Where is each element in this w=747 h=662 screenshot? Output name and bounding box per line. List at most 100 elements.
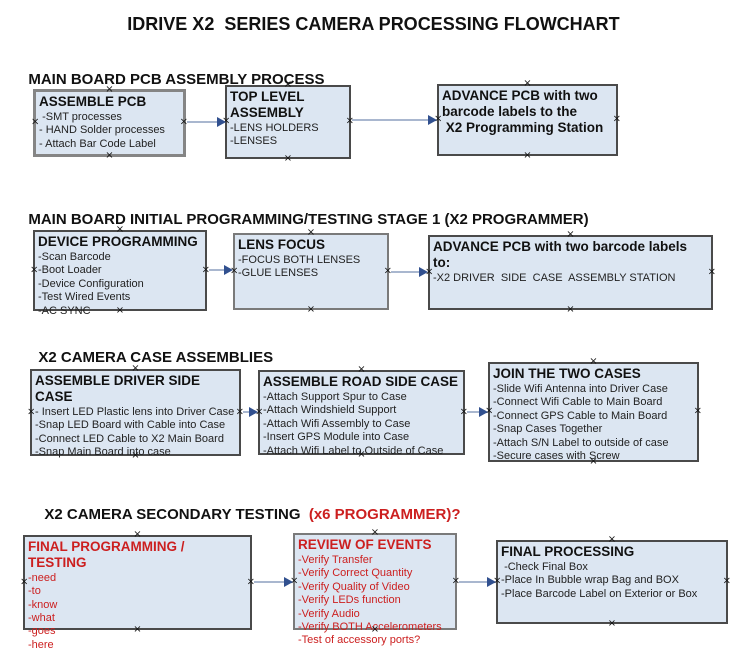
flow-box-advance-pcb-programming-station[interactable]: ADVANCE PCB with two barcode labels to t… <box>434 79 621 161</box>
box-line: -to <box>28 585 41 598</box>
box-line: -Attach S/N Label to outside of case <box>493 436 669 449</box>
box-line: -Attach Support Spur to Case <box>263 390 407 403</box>
flow-box-assemble-road-side-case[interactable]: ASSEMBLE ROAD SIDE CASE -Attach Support … <box>255 365 468 460</box>
box-line: -Snap LED Board with Cable into Case <box>35 419 226 432</box>
box-line: -Verify LEDs function <box>298 594 401 607</box>
box-title: LENS FOCUS <box>238 237 326 252</box>
box-line: -Check Final Box <box>501 560 588 573</box>
connection-handle-icon: × <box>589 356 598 367</box>
arrowhead-icon <box>487 577 496 587</box>
box-line: -Connect GPS Cable to Main Board <box>493 409 668 422</box>
box-line: - Insert LED Plastic lens into Driver Ca… <box>35 405 235 418</box>
section-heading-pcb-assembly: MAIN BOARD PCB ASSEMBLY PROCESS <box>20 54 325 88</box>
box-lines: -Verify Transfer-Verify Correct Quantity… <box>298 554 451 648</box>
box-line: -Attach Wifi Label to Outside of Case <box>263 444 444 457</box>
box-lines: -Slide Wifi Antenna into Driver Case -Con… <box>493 383 693 463</box>
box-title: FINAL PROGRAMMING / TESTING <box>28 539 189 570</box>
box-line: -Verify Quality of Video <box>298 580 410 593</box>
arrowhead-icon <box>249 407 258 417</box>
arrowhead-icon <box>284 577 293 587</box>
box-line: -Secure cases with Screw <box>493 449 620 462</box>
box-title: TOP LEVEL ASSEMBLY <box>230 89 308 120</box>
box-line: -X2 DRIVER SIDE CASE ASSEMBLY STATION <box>433 271 676 284</box>
flow-box-assemble-pcb[interactable]: ASSEMBLE PCB -SMT processes- HAND Solder… <box>31 85 188 161</box>
box-line: -Attach Wifi Assembly to Case <box>263 417 411 430</box>
flow-box-final-programming-testing[interactable]: FINAL PROGRAMMING / TESTING -need-to-kno… <box>20 530 255 651</box>
arrowhead-icon <box>224 265 233 275</box>
section-heading-initial-programming: MAIN BOARD INITIAL PROGRAMMING/TESTING S… <box>20 194 589 228</box>
flow-box-top-level-assembly[interactable]: TOP LEVEL ASSEMBLY -LENS HOLDERS-LENSES … <box>222 80 354 164</box>
section-heading-text: MAIN BOARD PCB ASSEMBLY PROCESS <box>28 71 325 88</box>
connector-arrow <box>459 577 496 587</box>
box-title: ASSEMBLE PCB <box>39 94 147 109</box>
section-heading-secondary-testing: X2 CAMERA SECONDARY TESTING (x6 PROGRAMM… <box>36 489 461 523</box>
box-line: -Verify Transfer <box>298 553 373 566</box>
connector-arrow <box>187 117 226 127</box>
box-line: -Slide Wifi Antenna into Driver Case <box>493 382 668 395</box>
box-title: REVIEW OF EVENTS <box>298 537 432 552</box>
box-line: -goes <box>28 625 56 638</box>
flow-box-final-processing[interactable]: FINAL PROCESSING -Check Final Box-Place … <box>493 535 731 629</box>
connector-arrow <box>209 265 233 275</box>
connection-handle-icon: × <box>612 113 621 125</box>
box-line: -LENS HOLDERS <box>230 121 319 134</box>
connection-handle-icon: × <box>306 227 316 238</box>
box-line: -Test Wired Events <box>38 291 131 304</box>
connector-arrow <box>243 407 258 417</box>
arrowhead-icon <box>479 407 488 417</box>
box-title: DEVICE PROGRAMMING <box>38 234 198 249</box>
box-line: -SMT processes <box>39 110 122 123</box>
box-line: - HAND Solder processes <box>39 124 165 137</box>
box-line: -Snap Main Board into case <box>35 446 171 459</box>
box-line: -Scan Barcode <box>38 250 111 263</box>
connector-arrow <box>467 407 488 417</box>
flow-box-assemble-driver-side-case[interactable]: ASSEMBLE DRIVER SIDE CASE - Insert LED P… <box>27 364 244 461</box>
connection-handle-icon: × <box>693 405 702 417</box>
connection-handle-icon: × <box>607 534 617 545</box>
box-line: -LENSES <box>230 135 278 148</box>
flow-box-join-the-two-cases[interactable]: JOIN THE TWO CASES -Slide Wifi Antenna i… <box>485 357 702 467</box>
connection-handle-icon: × <box>105 150 114 161</box>
arrowhead-icon <box>428 115 437 125</box>
connection-handle-icon: × <box>283 153 293 164</box>
flow-box-lens-focus[interactable]: LENS FOCUS -FOCUS BOTH LENSES-GLUE LENSE… <box>230 228 392 315</box>
box-line: -Verify BOTH Accelerometers <box>298 620 442 633</box>
connection-handle-icon: × <box>566 304 575 315</box>
box-line: -know <box>28 598 58 611</box>
flow-box-advance-pcb-driver-side-station[interactable]: ADVANCE PCB with two barcode labels to: … <box>425 230 716 315</box>
connection-handle-icon: × <box>357 364 366 375</box>
section-heading-text: X2 CAMERA SECONDARY TESTING <box>44 506 305 523</box>
box-line: -Test of accessory ports? <box>298 634 421 647</box>
section-heading-text: MAIN BOARD INITIAL PROGRAMMING/TESTING S… <box>28 211 589 228</box>
box-line: -Verify Audio <box>298 607 360 620</box>
box-title: ASSEMBLE ROAD SIDE CASE <box>263 374 459 389</box>
connection-handle-icon: × <box>607 618 617 629</box>
box-line: -Boot Loader <box>38 264 102 277</box>
flow-box-review-of-events[interactable]: REVIEW OF EVENTS -Verify Transfer-Verify… <box>290 528 460 647</box>
connector-arrow <box>352 115 437 125</box>
box-title: JOIN THE TWO CASES <box>493 366 641 381</box>
box-lines: -LENS HOLDERS-LENSES <box>230 122 345 149</box>
box-lines: -Attach Support Spur to Case-Attach Wind… <box>263 391 459 458</box>
box-line: -AC SYNC <box>38 304 91 317</box>
box-line: -Verify Correct Quantity <box>298 567 413 580</box>
box-line: -here <box>28 638 54 651</box>
box-lines: -Check Final Box-Place In Bubble wrap Ba… <box>501 561 722 601</box>
page-title: IDRIVE X2 SERIES CAMERA PROCESSING FLOWC… <box>127 14 620 34</box>
box-line: -what <box>28 612 55 625</box>
section-heading-red-text: (x6 PROGRAMMER)? <box>304 506 461 523</box>
connection-handle-icon: × <box>566 229 575 240</box>
box-line: -Insert GPS Module into Case <box>263 431 410 444</box>
box-line: - Attach Bar Code Label <box>39 137 156 150</box>
box-title: ADVANCE PCB with two barcode labels to: <box>433 239 691 270</box>
connection-handle-icon: × <box>523 150 532 161</box>
box-line: -Snap Cases Together <box>493 423 603 436</box>
box-line: -Device Configuration <box>38 277 144 290</box>
box-lines: -Scan Barcode-Boot Loader-Device Configu… <box>38 251 201 318</box>
connector-arrow <box>254 577 293 587</box>
section-heading-case-assemblies: X2 CAMERA CASE ASSEMBLIES <box>30 332 273 366</box>
box-line: -GLUE LENSES <box>238 267 319 280</box>
flow-box-device-programming[interactable]: DEVICE PROGRAMMING -Scan Barcode-Boot Lo… <box>30 225 210 317</box>
connection-handle-icon: × <box>707 266 716 278</box>
box-lines: -need-to-know-what-goes-here <box>28 572 246 652</box>
